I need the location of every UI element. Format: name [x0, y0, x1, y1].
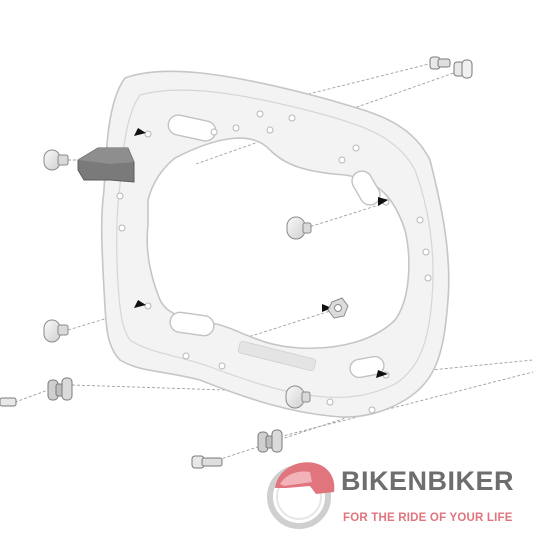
arrow-upper-right — [378, 197, 388, 206]
spool-spacer-left — [47, 377, 73, 401]
brand-wordmark: BIKENBIKER — [341, 466, 515, 496]
arrow-top-left — [134, 128, 146, 136]
frame-slot-right — [351, 170, 381, 206]
arrow-lower-right — [376, 370, 388, 378]
knob-fastener-bottom — [285, 385, 311, 409]
frame-outline — [100, 70, 450, 418]
frame-inner-rim — [116, 89, 434, 399]
spool-spacer-bottom — [257, 429, 283, 453]
frame-holes — [116, 110, 432, 414]
frame-embossed-logo — [237, 340, 317, 372]
bolt-left-edge — [0, 397, 17, 407]
carrier-frame — [100, 70, 450, 418]
helmet-wheel-logo-icon — [267, 462, 335, 529]
knob-fastener-top-left — [43, 149, 69, 171]
assembly-arrows — [134, 128, 388, 378]
knob-fastener-center — [286, 216, 312, 240]
bolt-bottom — [191, 455, 223, 469]
frame-slot-bottom-right — [349, 355, 385, 379]
brand-tagline: FOR THE RIDE OF YOUR LIFE — [343, 512, 513, 524]
arrow-mid-left — [134, 300, 146, 308]
nut-center — [327, 297, 349, 319]
knob-fastener-mid-left — [43, 319, 69, 343]
bolt-top-right — [429, 56, 451, 70]
arrow-center — [322, 304, 332, 312]
frame-slot-bottom-left — [169, 311, 215, 337]
knurled-cap-top-right — [453, 59, 473, 79]
